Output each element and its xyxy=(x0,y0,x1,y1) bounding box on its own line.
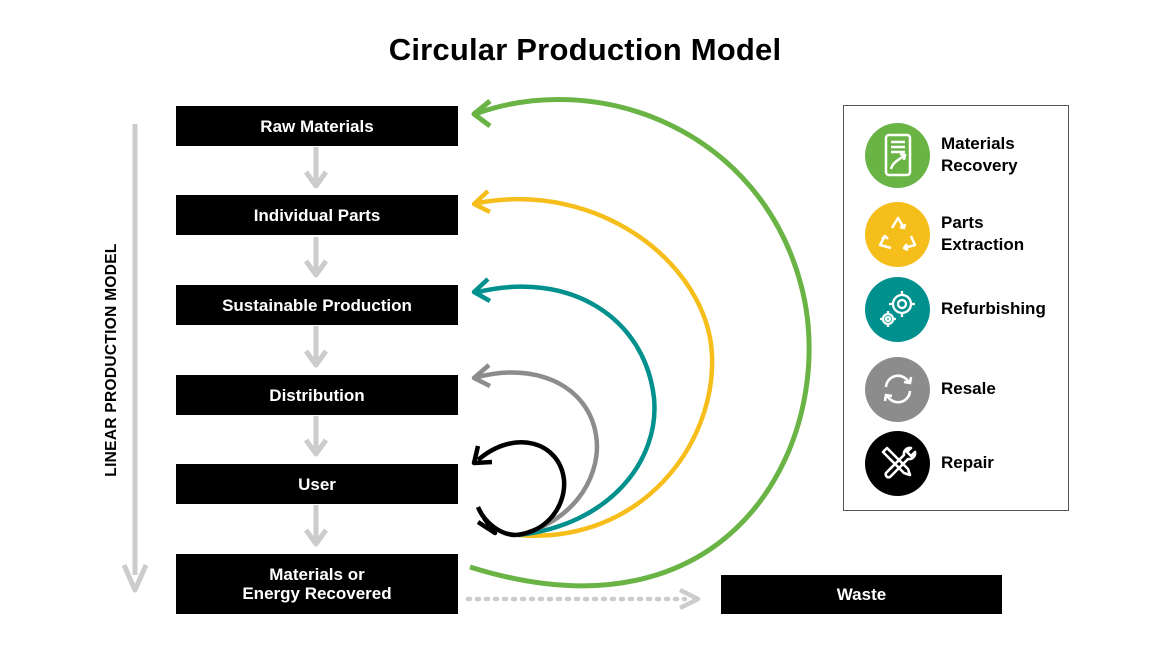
stage-distribution: Distribution xyxy=(176,375,458,415)
down-arrow-1 xyxy=(303,147,329,189)
refresh-icon xyxy=(865,356,930,422)
legend-item-materials-recovery: Materials Recovery xyxy=(865,122,1051,188)
stage-user: User xyxy=(176,464,458,504)
legend-label-materials-recovery-2: Recovery xyxy=(941,156,1018,175)
legend-label-repair: Repair xyxy=(941,453,994,472)
stage-down-arrows xyxy=(303,147,329,547)
legend-label-materials-recovery-1: Materials xyxy=(941,134,1015,153)
legend-item-refurbishing: Refurbishing xyxy=(865,276,1051,342)
legend-item-resale: Resale xyxy=(865,356,1051,422)
down-arrow-4 xyxy=(303,416,329,457)
phone-recycle-icon xyxy=(865,122,930,188)
linear-long-arrow xyxy=(121,124,149,593)
repair-arc xyxy=(471,440,567,538)
stage-materials-recovered-line2: Energy Recovered xyxy=(242,584,392,603)
resale-arc xyxy=(471,363,600,538)
tools-icon xyxy=(865,430,930,496)
parts-extraction-arc xyxy=(471,189,715,538)
legend-label-parts-extraction-2: Extraction xyxy=(941,235,1025,254)
diagram-title: Circular Production Model xyxy=(388,32,782,67)
stage-sustainable-production: Sustainable Production xyxy=(176,285,458,325)
stage-individual-parts: Individual Parts xyxy=(176,195,458,235)
legend-label-parts-extraction-1: Parts xyxy=(941,213,984,232)
waste-dotted-arrow xyxy=(465,587,701,611)
refurbishing-arc xyxy=(471,277,657,538)
down-arrow-2 xyxy=(303,237,329,278)
recycle-icon xyxy=(865,201,930,267)
legend-item-parts-extraction: Parts Extraction xyxy=(865,201,1051,267)
materials-recovery-arc xyxy=(469,97,812,589)
stage-materials-recovered: Materials or Energy Recovered xyxy=(176,554,458,614)
legend-label-resale: Resale xyxy=(941,379,996,398)
legend-label-refurbishing: Refurbishing xyxy=(941,299,1046,318)
down-arrow-5 xyxy=(303,505,329,547)
legend-item-repair: Repair xyxy=(865,430,1051,496)
stage-raw-materials: Raw Materials xyxy=(176,106,458,146)
down-arrow-3 xyxy=(303,326,329,368)
waste-box: Waste xyxy=(721,575,1002,614)
stage-materials-recovered-line1: Materials or xyxy=(269,565,365,584)
legend: Materials Recovery Parts Extraction xyxy=(843,105,1069,511)
gears-icon xyxy=(865,276,930,342)
